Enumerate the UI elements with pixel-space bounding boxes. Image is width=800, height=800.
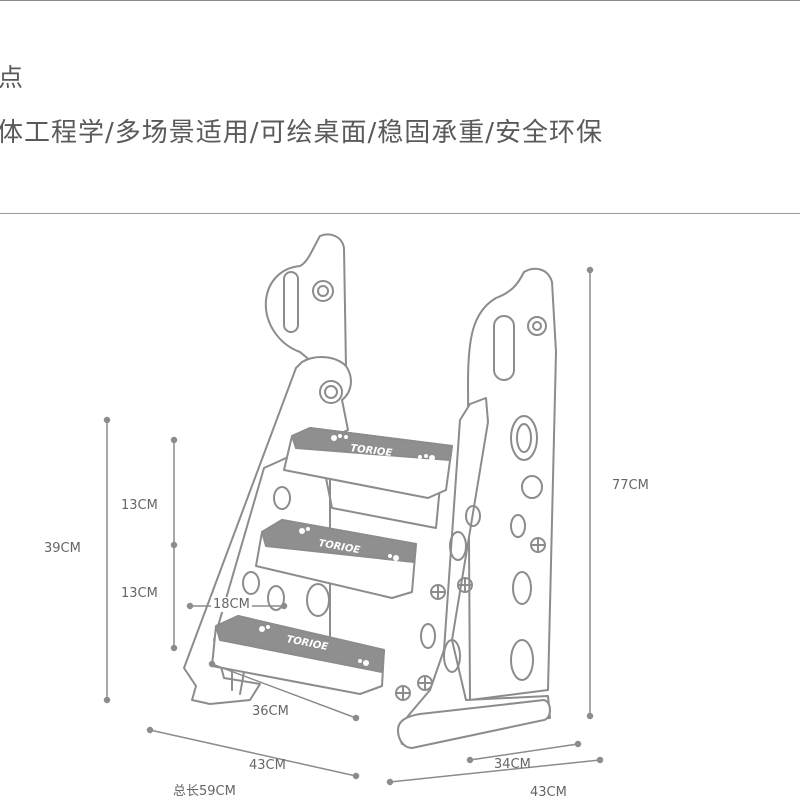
round-hole [242, 571, 260, 595]
round-hole [267, 585, 285, 611]
round-hole [420, 623, 436, 649]
round-hole [521, 475, 543, 499]
screw-icon [430, 584, 446, 600]
total-length-label: 总长59CM [173, 784, 236, 799]
base-depth-label: 34CM [494, 757, 531, 772]
round-hole [510, 639, 534, 681]
round-hole [510, 514, 526, 538]
round-hole [319, 380, 343, 404]
round-hole [443, 639, 461, 673]
round-hole [306, 583, 330, 617]
slot-hole [493, 315, 515, 381]
paw-icon [429, 455, 435, 461]
round-hole [312, 280, 334, 302]
paw-icon [393, 555, 399, 561]
dimension-line [149, 729, 357, 777]
base-width-side-label: 43CM [530, 785, 567, 800]
paw-icon [331, 435, 337, 441]
step-gap-lower-label: 13CM [121, 586, 158, 601]
paw-icon [259, 626, 265, 632]
screw-icon [395, 685, 411, 701]
round-hole [527, 316, 547, 336]
base-width-front-label: 43CM [249, 758, 286, 773]
round-hole [465, 505, 481, 527]
slot-hole [283, 271, 299, 333]
step-depth-label: 18CM [211, 597, 252, 612]
dimension-line [211, 663, 357, 719]
base-rail [397, 699, 551, 749]
feature-list: 体工程学/多场景适用/可绘桌面/稳固承重/安全环保 [0, 118, 604, 148]
overall-height-label: 77CM [612, 478, 649, 493]
section-heading: 点 [0, 63, 25, 92]
step-width-label: 36CM [252, 704, 289, 719]
screw-icon [457, 577, 473, 593]
round-hole [449, 531, 467, 561]
step-area-height-label: 39CM [44, 541, 81, 556]
dimension-line [389, 759, 601, 783]
back-left-frame [264, 233, 347, 369]
section-divider [0, 213, 800, 214]
paw-icon [363, 660, 369, 666]
paw-icon [299, 528, 305, 534]
screw-icon [530, 537, 546, 553]
round-hole [510, 415, 538, 461]
top-divider [0, 0, 800, 1]
screw-icon [417, 675, 433, 691]
tread-label: TORIOE [350, 443, 393, 459]
back-right-frame [467, 267, 557, 701]
round-hole [273, 486, 291, 510]
dimension-line [469, 743, 579, 761]
round-hole [512, 571, 532, 605]
step-gap-upper-label: 13CM [121, 498, 158, 513]
